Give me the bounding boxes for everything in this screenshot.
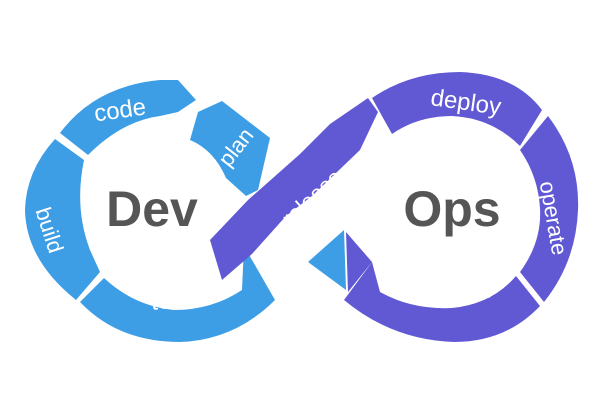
- test-label: test: [149, 285, 191, 316]
- monitor-label: monitor: [413, 276, 495, 309]
- code-segment: [60, 80, 196, 155]
- test-segment: [80, 246, 275, 342]
- monitor-segment: [344, 262, 540, 342]
- dev-title: Dev: [106, 181, 198, 237]
- center-blue-chevron: [308, 230, 346, 290]
- ops-title: Ops: [403, 181, 500, 237]
- release-segment: [210, 98, 378, 280]
- center-purple-chevron: [346, 232, 372, 292]
- operate-segment: [520, 116, 579, 302]
- deploy-segment: [372, 72, 542, 146]
- build-segment: [25, 139, 100, 300]
- code-label: code: [92, 94, 147, 128]
- plan-segment: [190, 101, 270, 196]
